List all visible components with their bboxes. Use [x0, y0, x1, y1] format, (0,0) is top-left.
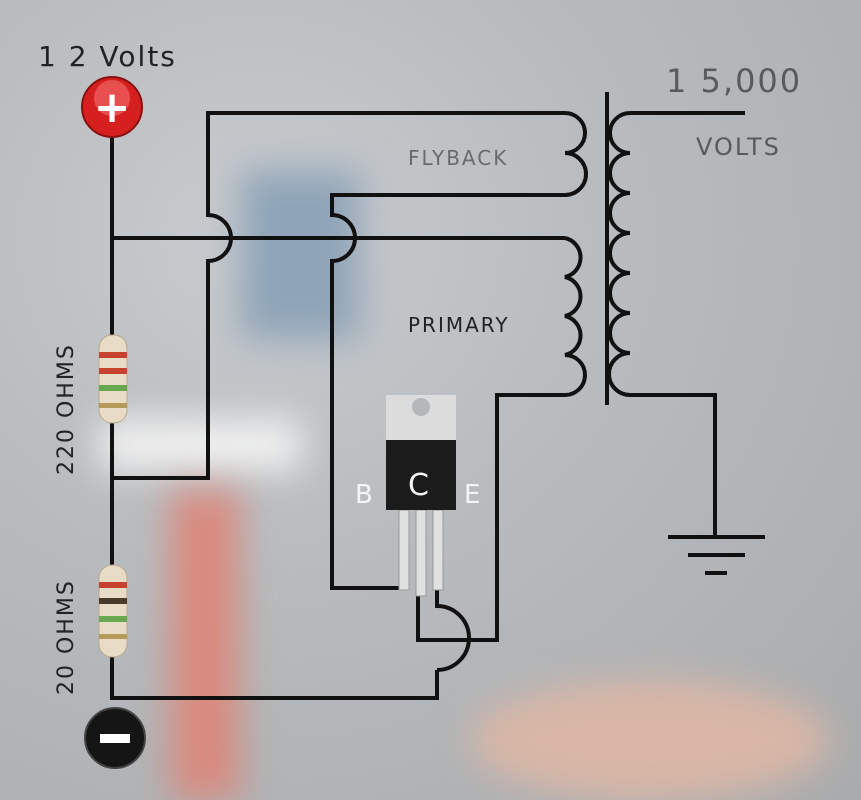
background-blur-red — [170, 490, 240, 800]
transistor — [386, 395, 456, 597]
label-resistor-20: 20 OHMS — [54, 579, 79, 695]
negative-terminal — [84, 707, 146, 769]
label-flyback: FLYBACK — [408, 146, 508, 170]
label-pin-collector: C — [408, 468, 429, 503]
label-output-unit: VOLTS — [696, 133, 781, 161]
secondary-coil — [607, 111, 631, 397]
minus-icon — [100, 734, 130, 743]
wire-ground-return — [112, 670, 439, 700]
label-pin-base: B — [355, 480, 373, 510]
background-blur-hand — [470, 680, 830, 800]
plus-icon: + — [94, 82, 131, 133]
label-primary: PRIMARY — [408, 313, 510, 337]
wire-primary-collector — [416, 393, 565, 642]
primary-coil — [564, 236, 587, 397]
label-supply: 1 2 Volts — [38, 40, 177, 73]
resistor-20 — [98, 564, 128, 658]
background-blur-window — [240, 170, 360, 340]
label-resistor-220: 220 OHMS — [54, 343, 79, 475]
resistor-220 — [98, 334, 128, 424]
positive-terminal: + — [81, 76, 143, 138]
label-output-value: 1 5,000 — [666, 62, 802, 100]
label-pin-emitter: E — [464, 480, 480, 510]
wire-flyback-top — [112, 111, 565, 480]
background-blur-light — [100, 420, 300, 470]
ground-symbol — [668, 535, 765, 575]
wire-to-ground — [630, 393, 717, 537]
flyback-coil — [564, 111, 588, 197]
wire-flyback-bottom — [330, 193, 565, 590]
wire-emitter — [435, 590, 471, 672]
